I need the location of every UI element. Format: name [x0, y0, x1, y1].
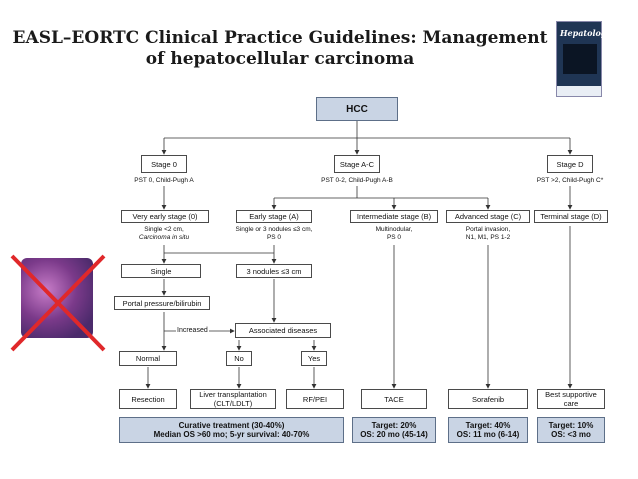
bsc-outcome-line1: Target: 10% — [548, 421, 594, 430]
advanced-stage-box: Advanced stage (C) — [446, 210, 530, 223]
liver-transplantation-line1: Liver transplantation — [199, 390, 267, 399]
journal-title: Hepatology — [560, 28, 612, 38]
increased-label: Increased — [176, 327, 209, 335]
tace-outcome-box: Target: 20% OS: 20 mo (45-14) — [352, 417, 436, 443]
bsc-outcome-box: Target: 10% OS: <3 mo — [537, 417, 605, 443]
rf-pei-box: RF/PEI — [286, 389, 344, 409]
sorafenib-outcome-box: Target: 40% OS: 11 mo (6-14) — [448, 417, 528, 443]
stage-0-criteria: PST 0, Child-Pugh A — [134, 177, 194, 184]
journal-cover-picture — [563, 44, 597, 74]
intermediate-criteria-1: Multinodular, — [375, 226, 413, 233]
best-supportive-care-box: Best supportive care — [537, 389, 605, 409]
stage-a-c-criteria: PST 0-2, Child-Pugh A-B — [321, 177, 393, 184]
advanced-criteria-2: N1, M1, PS 1-2 — [465, 234, 511, 241]
liver-transplantation-box: Liver transplantation (CLT/LDLT) — [190, 389, 276, 409]
hcc-box: HCC — [316, 97, 398, 121]
slide-title-line2: of hepatocellular carcinoma — [145, 49, 415, 69]
journal-cover-icon: Hepatology — [556, 21, 611, 97]
bsc-line2: care — [563, 399, 579, 408]
resection-box: Resection — [119, 389, 177, 409]
tace-outcome-line2: OS: 20 mo (45-14) — [360, 430, 428, 439]
advanced-criteria-1: Portal invasion, — [465, 226, 511, 233]
slide-title-line1: EASL–EORTC Clinical Practice Guidelines:… — [12, 28, 548, 48]
curative-outcome-line1: Curative treatment (30-40%) — [178, 421, 285, 430]
sorafenib-box: Sorafenib — [448, 389, 528, 409]
tace-box: TACE — [361, 389, 427, 409]
journal-cover-footer — [557, 86, 601, 96]
liver-transplantation-line2: (CLT/LDLT) — [213, 399, 253, 408]
tace-outcome-line1: Target: 20% — [371, 421, 417, 430]
no-box: No — [226, 351, 252, 366]
normal-box: Normal — [119, 351, 177, 366]
three-nodules-box: 3 nodules ≤3 cm — [236, 264, 312, 278]
stage-0-box: Stage 0 — [141, 155, 187, 173]
very-early-criteria-1: Single <2 cm, — [144, 226, 184, 233]
intermediate-criteria-2: PS 0 — [386, 234, 402, 241]
sorafenib-outcome-line1: Target: 40% — [465, 421, 511, 430]
stage-d-box: Stage D — [547, 155, 593, 173]
intermediate-stage-box: Intermediate stage (B) — [350, 210, 438, 223]
early-criteria-2: PS 0 — [266, 234, 282, 241]
portal-pressure-box: Portal pressure/bilirubin — [114, 296, 210, 310]
yes-box: Yes — [301, 351, 327, 366]
curative-outcome-line2: Median OS >60 mo; 5-yr survival: 40-70% — [153, 430, 310, 439]
associated-diseases-box: Associated diseases — [235, 323, 331, 338]
early-stage-box: Early stage (A) — [236, 210, 312, 223]
stage-a-c-box: Stage A-C — [334, 155, 380, 173]
bsc-outcome-line2: OS: <3 mo — [551, 430, 591, 439]
bsc-line1: Best supportive — [545, 390, 597, 399]
curative-outcome-box: Curative treatment (30-40%) Median OS >6… — [119, 417, 344, 443]
very-early-criteria-2: Carcinoma in situ — [138, 234, 190, 241]
sorafenib-outcome-line2: OS: 11 mo (6-14) — [456, 430, 520, 439]
stage-d-criteria: PST >2, Child-Pugh C* — [536, 177, 604, 184]
early-criteria-1: Single or 3 nodules ≤3 cm, — [235, 226, 313, 233]
terminal-stage-box: Terminal stage (D) — [534, 210, 608, 223]
single-box: Single — [121, 264, 201, 278]
very-early-stage-box: Very early stage (0) — [121, 210, 209, 223]
